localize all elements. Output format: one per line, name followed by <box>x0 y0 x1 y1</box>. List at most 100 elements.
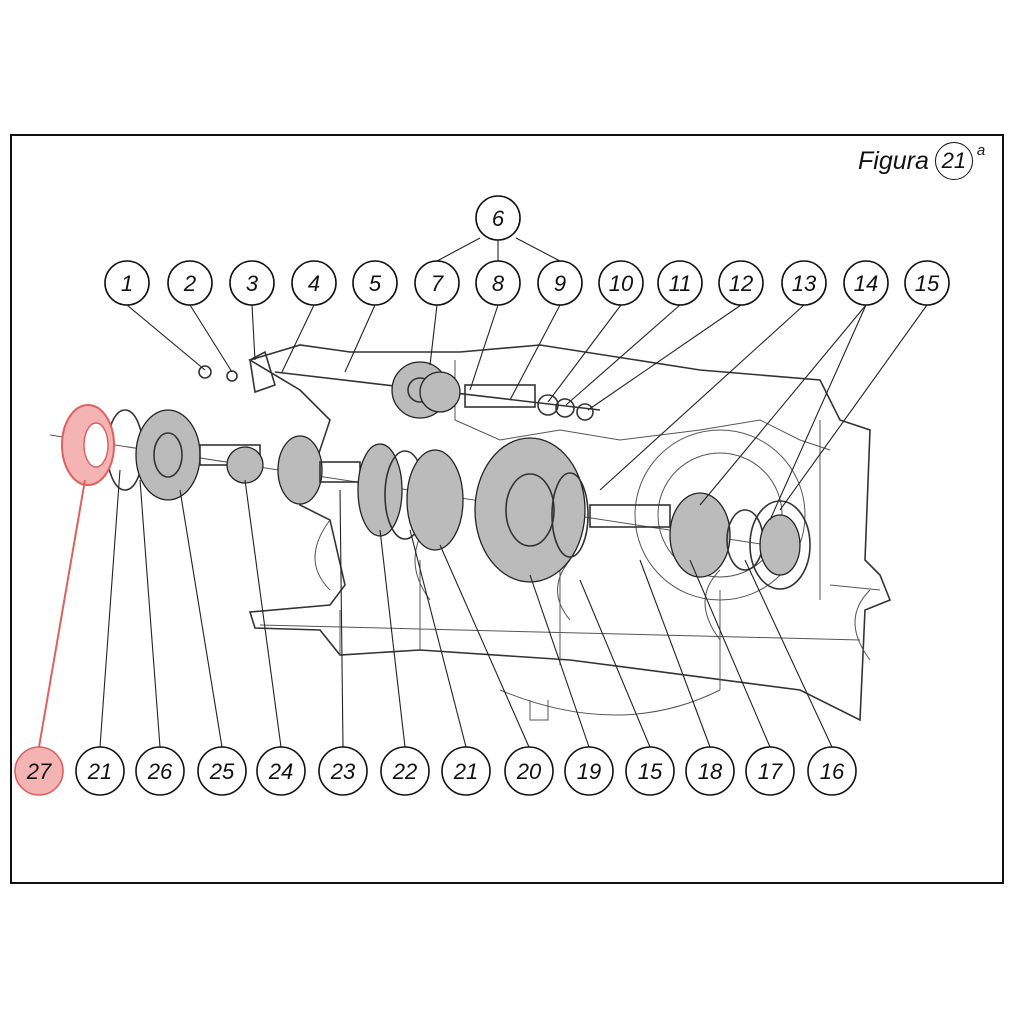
callout-circle <box>475 195 521 241</box>
leader-lines <box>38 237 928 748</box>
callout-circle <box>104 260 150 306</box>
leader-line <box>344 304 376 373</box>
callout-bottom-3: 25 <box>197 746 247 796</box>
leader-line <box>439 544 530 748</box>
leader-line <box>769 304 867 521</box>
callout-circle <box>504 746 554 796</box>
callout-circle <box>256 746 306 796</box>
gearbox-housing <box>248 344 892 722</box>
callout-bottom-9: 19 <box>564 746 614 796</box>
callout-circle <box>657 260 703 306</box>
callout-circle <box>414 260 460 306</box>
callout-label: 27 <box>26 759 52 784</box>
callout-top-6: 8 <box>475 260 521 306</box>
leader-line <box>281 304 315 373</box>
callout-bottom-0: 27 <box>14 746 64 796</box>
leader-line <box>639 559 711 748</box>
leader-line <box>251 304 256 361</box>
callout-label: 2 <box>183 271 196 296</box>
group-callout: 6 <box>475 195 521 241</box>
callout-circle <box>167 260 213 306</box>
figure-suffix: a <box>976 142 986 159</box>
callout-circle <box>598 260 644 306</box>
callout-label: 8 <box>492 271 505 296</box>
callout-circle <box>135 746 185 796</box>
callout-top-4: 5 <box>352 260 398 306</box>
leader-line <box>579 579 651 748</box>
callout-bottom-10: 15 <box>625 746 675 796</box>
callout-bottom-6: 22 <box>380 746 430 796</box>
callout-bottom-8: 20 <box>504 746 554 796</box>
callout-top-1: 2 <box>167 260 213 306</box>
callout-circle <box>14 746 64 796</box>
leader-line <box>509 304 561 401</box>
callout-top-8: 10 <box>598 260 644 306</box>
leader-line <box>379 529 406 748</box>
figure-frame <box>10 134 1004 884</box>
callout-label: 19 <box>577 759 601 784</box>
callout-circle <box>807 746 857 796</box>
callout-label: 20 <box>516 759 542 784</box>
callout-circle <box>75 746 125 796</box>
callout-group-0: 6 <box>475 195 521 241</box>
callout-label: 24 <box>268 759 293 784</box>
callout-top-9: 11 <box>657 260 703 306</box>
leader-line <box>409 529 467 748</box>
leader-line <box>699 304 867 506</box>
leader-line <box>515 237 561 262</box>
leader-line <box>244 479 282 748</box>
leader-line <box>126 304 206 371</box>
callout-circle <box>229 260 275 306</box>
callout-bottom-5: 23 <box>318 746 368 796</box>
callout-top-12: 14 <box>843 260 889 306</box>
callout-bottom-13: 16 <box>807 746 857 796</box>
callout-circle <box>843 260 889 306</box>
callout-label: 11 <box>669 271 692 296</box>
callout-label: 17 <box>758 759 783 784</box>
callout-top-10: 12 <box>718 260 764 306</box>
callout-top-2: 3 <box>229 260 275 306</box>
callout-circle <box>441 746 491 796</box>
callout-bottom-11: 18 <box>685 746 735 796</box>
callout-label: 6 <box>492 206 505 231</box>
leader-line <box>339 489 344 748</box>
callout-label: 25 <box>209 759 235 784</box>
callout-circle <box>318 746 368 796</box>
callout-label: 22 <box>392 759 417 784</box>
callout-label: 21 <box>453 759 478 784</box>
callout-top-0: 1 <box>104 260 150 306</box>
callout-label: 12 <box>729 271 753 296</box>
callout-label: 26 <box>147 759 173 784</box>
bottom-callouts: 27 21 26 25 24 23 22 21 20 19 15 18 17 16 <box>14 746 857 796</box>
figure-number: 21 <box>934 142 973 180</box>
callout-circle <box>291 260 337 306</box>
callout-top-3: 4 <box>291 260 337 306</box>
leader-line <box>587 304 742 411</box>
callout-label: 16 <box>820 759 845 784</box>
callout-label: 9 <box>554 271 566 296</box>
figure-title: Figura 21 a <box>858 142 985 180</box>
leader-line <box>599 304 805 491</box>
highlighted-part-27 <box>61 404 115 486</box>
callout-label: 21 <box>87 759 112 784</box>
leader-line <box>139 479 161 748</box>
leader-line <box>779 304 928 511</box>
callout-label: 10 <box>609 271 634 296</box>
callout-label: 15 <box>638 759 663 784</box>
callout-top-7: 9 <box>537 260 583 306</box>
callout-bottom-2: 26 <box>135 746 185 796</box>
callout-label: 1 <box>121 271 133 296</box>
callout-label: 4 <box>308 271 320 296</box>
leader-line <box>38 479 86 748</box>
callout-circle <box>781 260 827 306</box>
callout-circle <box>718 260 764 306</box>
callout-circle <box>475 260 521 306</box>
leader-line <box>469 304 499 391</box>
callout-circle <box>537 260 583 306</box>
upper-shaft-assembly <box>198 350 601 421</box>
leader-line <box>189 304 233 373</box>
callout-circle <box>197 746 247 796</box>
callout-circle <box>904 260 950 306</box>
leader-line <box>565 304 681 406</box>
